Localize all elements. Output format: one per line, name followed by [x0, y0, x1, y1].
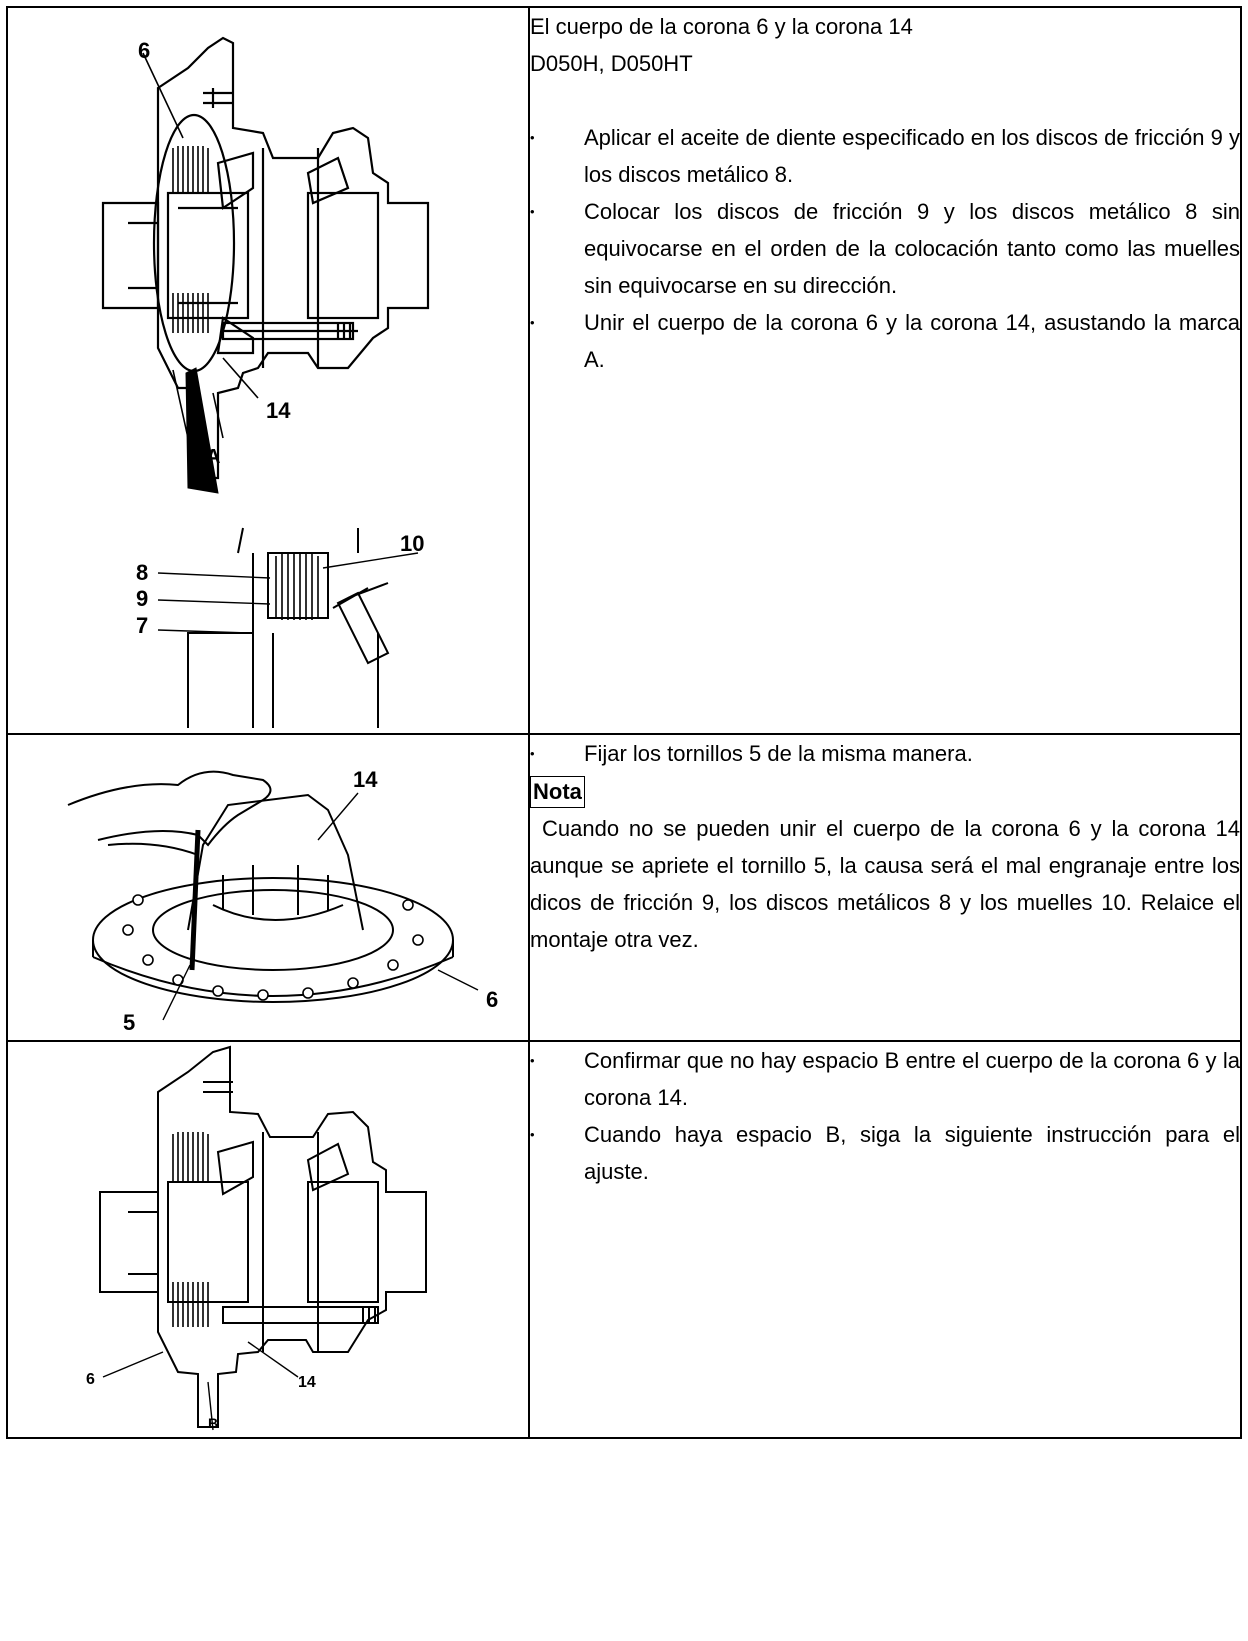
figure-label-7: 7	[136, 613, 148, 638]
step-text: Cuando haya espacio B, siga la siguiente…	[584, 1122, 1240, 1184]
screw-tightening-figure: 14 6 5	[67, 767, 498, 1035]
bullet-icon: •	[530, 1053, 535, 1068]
instruction-row-3: 6 14 B • Confirmar que no hay espacio B e…	[6, 1040, 1242, 1439]
figure-label-14: 14	[353, 767, 378, 792]
step-text: Confirmar que no hay espacio B entre el …	[584, 1048, 1240, 1110]
bullet-icon: •	[530, 130, 535, 145]
instruction-table: 6 14 A	[6, 6, 1242, 1439]
figure-label-14: 14	[298, 1374, 316, 1391]
figure-label-6: 6	[86, 1371, 95, 1388]
figure-label-9: 9	[136, 586, 148, 611]
figure-label-6: 6	[486, 987, 498, 1012]
step-item: • Colocar los discos de fricción 9 y los …	[530, 193, 1240, 304]
text-cell-1: El cuerpo de la corona 6 y la corona 14 …	[528, 6, 1242, 735]
step-text: Fijar los tornillos 5 de la misma manera…	[584, 741, 973, 766]
step-list-2: • Fijar los tornillos 5 de la misma maner…	[530, 735, 1240, 772]
figure-cell-3: 6 14 B	[6, 1040, 530, 1439]
differential-assembly-figure: 6 14 A	[101, 36, 430, 728]
figure-cell-2: 14 6 5	[6, 733, 530, 1042]
instruction-row-2: 14 6 5 • Fijar los tornillos 5 de la mism…	[6, 733, 1242, 1042]
step-item: • Cuando haya espacio B, siga la siguient…	[530, 1116, 1240, 1190]
gap-check-figure: 6 14 B	[86, 1045, 427, 1431]
figure-cell-1: 6 14 A	[6, 6, 530, 735]
step-list-1: • Aplicar el aceite de diente especificad…	[530, 119, 1240, 378]
section-title: El cuerpo de la corona 6 y la corona 14	[530, 14, 913, 39]
bullet-icon: •	[530, 746, 535, 761]
figure-label-10: 10	[400, 531, 424, 556]
figure-label-5: 5	[123, 1010, 135, 1035]
text-cell-2: • Fijar los tornillos 5 de la misma maner…	[528, 733, 1242, 1042]
figure-label-8: 8	[136, 560, 148, 585]
step-item: • Fijar los tornillos 5 de la misma maner…	[530, 735, 1240, 772]
figure-label-A: A	[206, 446, 220, 468]
step-text: Unir el cuerpo de la corona 6 y la coron…	[584, 310, 1240, 372]
note-text: Cuando no se pueden unir el cuerpo de la…	[530, 816, 1240, 952]
step-item: • Aplicar el aceite de diente especificad…	[530, 119, 1240, 193]
step-list-3: • Confirmar que no hay espacio B entre el…	[530, 1042, 1240, 1190]
step-item: • Confirmar que no hay espacio B entre el…	[530, 1042, 1240, 1116]
bullet-icon: •	[530, 1127, 535, 1142]
figure-label-6: 6	[138, 38, 150, 63]
step-item: • Unir el cuerpo de la corona 6 y la coro…	[530, 304, 1240, 378]
step-text: Aplicar el aceite de diente especificado…	[584, 125, 1240, 187]
note-heading: Nota	[530, 776, 585, 808]
figure-label-14: 14	[266, 398, 291, 423]
spacer	[530, 82, 1240, 119]
text-cell-3: • Confirmar que no hay espacio B entre el…	[528, 1040, 1242, 1439]
step-text: Colocar los discos de fricción 9 y los d…	[584, 199, 1240, 298]
bullet-icon: •	[530, 204, 535, 219]
model-codes: D050H, D050HT	[530, 51, 693, 76]
bullet-icon: •	[530, 315, 535, 330]
instruction-row-1: 6 14 A	[6, 6, 1242, 735]
figure-label-B: B	[208, 1415, 218, 1431]
